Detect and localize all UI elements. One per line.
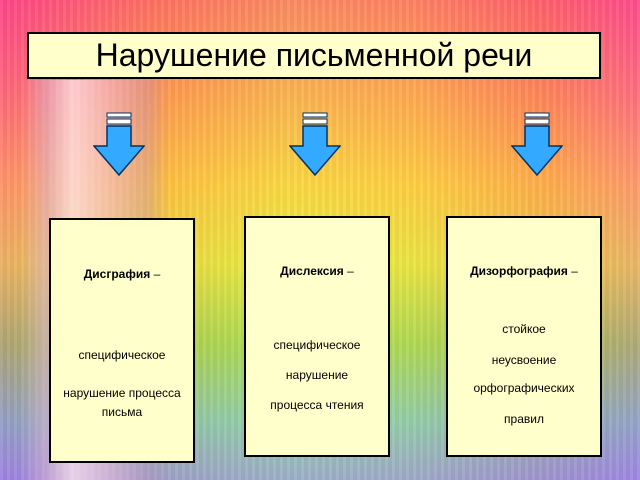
card-dash: – [567,264,578,278]
card-heading: Дизорфография – [448,265,600,277]
card-text-line: нарушение [285,368,349,382]
card-term: Дисграфия [83,267,151,281]
card-text-line: правил [504,412,544,426]
card-term: Дислексия [280,264,344,278]
card-dysorthography: Дизорфография – стойкое неусвоение орфог… [446,216,602,457]
card-text-line: письма [101,405,143,419]
card-text-line: процесса чтения [270,398,364,412]
card-dash: – [343,264,354,278]
card-text-line: специфическое [78,348,166,362]
card-dash: – [150,267,161,281]
card-text-line: нарушение процесса [63,386,181,400]
card-heading: Дисграфия – [51,268,193,280]
card-text-line: стойкое [502,322,546,336]
arrow-down-icon-left [93,112,145,176]
card-text-line: специфическое [273,338,361,352]
card-term: Дизорфография [470,264,568,278]
card-text-line: неусвоение [491,353,557,367]
card-dyslexia: Дислексия – специфическое нарушение проц… [244,216,390,457]
card-heading: Дислексия – [246,265,388,277]
card-dysgraphia: Дисграфия – специфическое нарушение проц… [49,218,195,463]
arrow-down-icon-center [289,112,341,176]
slide-title: Нарушение письменной речи [27,32,601,79]
arrow-down-icon-right [511,112,563,176]
card-text-line: орфографических [473,381,575,395]
